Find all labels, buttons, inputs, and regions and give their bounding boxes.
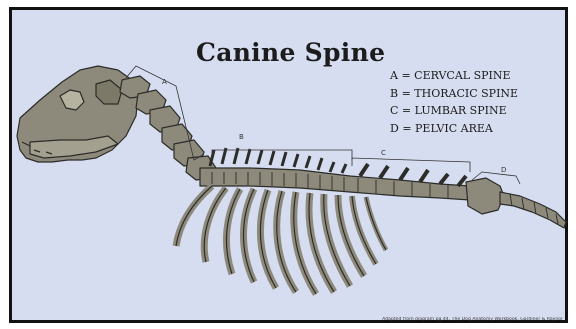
pelvis-and-tail <box>466 178 566 228</box>
legend-item-thoracic: B = THORACIC SPINE <box>390 85 518 103</box>
bracket-label-a: A <box>162 78 167 86</box>
source-credit: Adapted from diagram pg.44, The Dog Anat… <box>287 317 563 322</box>
bracket-label-b: B <box>239 133 244 141</box>
diagram-title: Canine Spine <box>196 38 396 67</box>
legend-item-lumbar: C = LUMBAR SPINE <box>390 102 518 120</box>
legend-item-pelvic: D = PELVIC AREA <box>390 120 518 138</box>
bracket-label-c: C <box>381 149 386 157</box>
bracket-c <box>352 158 470 172</box>
skull <box>17 66 138 162</box>
bracket-label-d: D <box>501 166 506 174</box>
bracket-b <box>212 150 352 160</box>
cervical-vertebrae <box>120 76 216 180</box>
rib-cage <box>176 186 386 294</box>
legend: A = CERVCAL SPINE B = THORACIC SPINE C =… <box>390 67 518 137</box>
legend-item-cervical: A = CERVCAL SPINE <box>390 67 518 85</box>
